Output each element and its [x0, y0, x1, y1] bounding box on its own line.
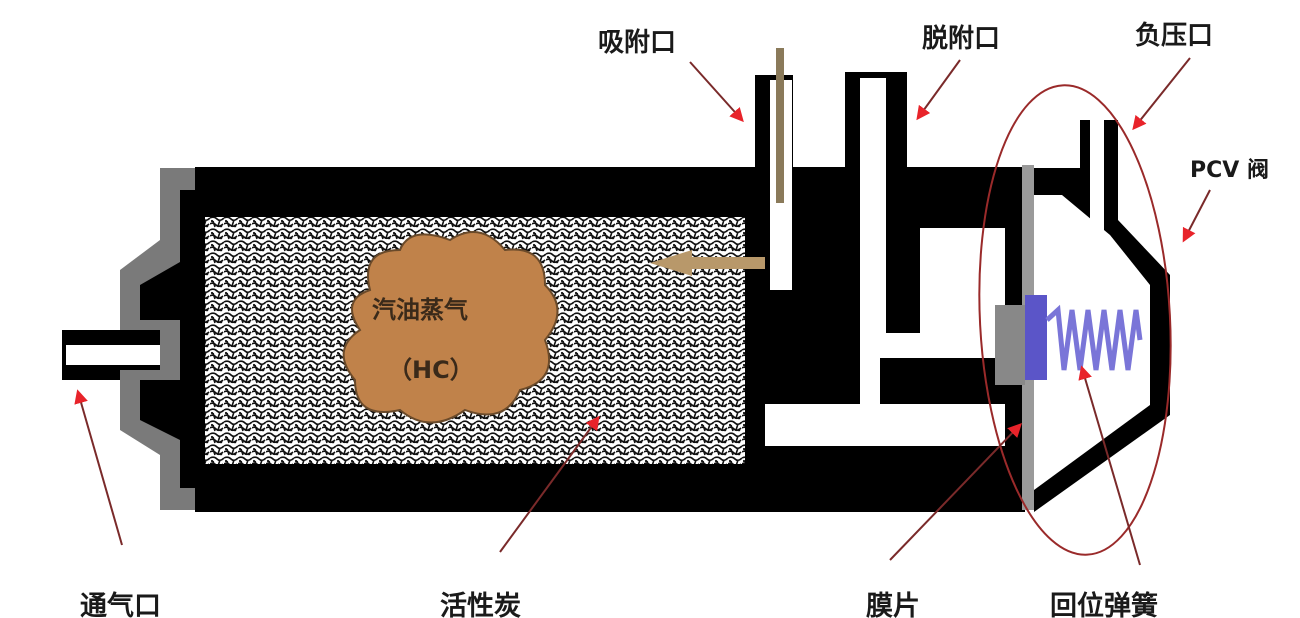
- pcv-valve-label: PCV 阀: [1190, 158, 1269, 183]
- negative-pressure-port-label: 负压口: [1135, 21, 1214, 51]
- fuel-vapor-cloud: [342, 231, 559, 424]
- adsorption-port-tube: [755, 48, 793, 290]
- desorption-port-tube: [845, 72, 907, 338]
- fuel-vapor-label: 汽油蒸气: [372, 296, 468, 324]
- canister-body: [195, 167, 1025, 512]
- desorption-port-label: 脱附口: [922, 24, 1001, 54]
- return-spring: [1025, 295, 1143, 380]
- diaphragm-seat: [995, 305, 1025, 385]
- annotation-arrows: [74, 57, 1211, 566]
- hc-label: （HC）: [388, 356, 474, 384]
- diaphragm-label: 膜片: [866, 591, 920, 618]
- activated-carbon-label: 活性炭: [440, 591, 521, 618]
- adsorption-port-label: 吸附口: [598, 28, 677, 58]
- vent-port-label: 通气口: [80, 591, 161, 618]
- left-end-cap: [120, 168, 205, 510]
- vapor-flow-arrow: [650, 250, 770, 276]
- return-spring-label: 回位弹簧: [1050, 591, 1158, 618]
- valve-housing: [765, 167, 1030, 462]
- pcv-highlight-ellipse: [978, 84, 1172, 556]
